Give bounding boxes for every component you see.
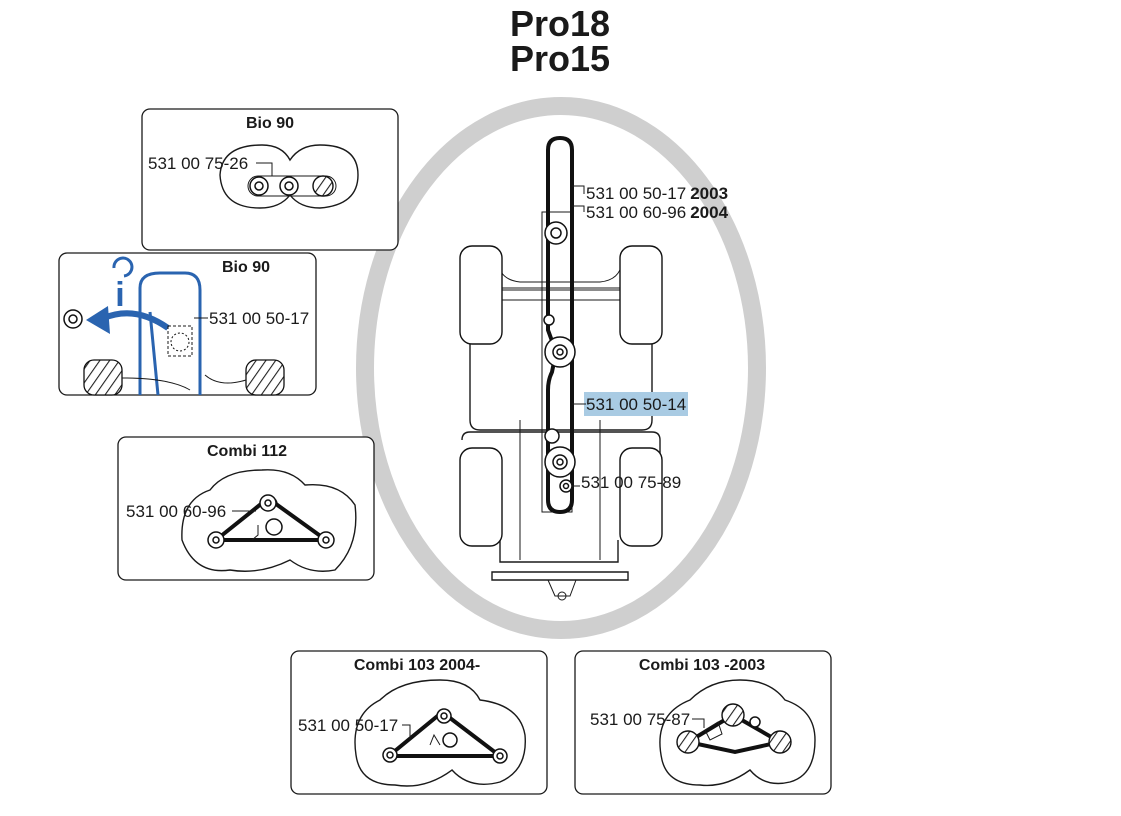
drive-belt bbox=[546, 135, 574, 515]
callout-title: Combi 112 bbox=[207, 443, 287, 460]
callout-part-label: 531 00 75-26 bbox=[148, 154, 248, 173]
blue-lever bbox=[138, 271, 202, 395]
focus-ring bbox=[356, 97, 766, 639]
callout-title: Combi 103 -2003 bbox=[639, 657, 765, 674]
callout-part-label: 531 00 50-17 bbox=[209, 309, 309, 328]
machine-top-view bbox=[459, 135, 663, 601]
callout-part-label: 531 00 60-96 bbox=[126, 502, 226, 521]
idler-part-label: 531 00 75-89 bbox=[581, 473, 681, 492]
info-icon: i bbox=[112, 256, 134, 314]
wheel-front-right bbox=[619, 245, 663, 345]
callout-title: Bio 90 bbox=[246, 115, 294, 132]
callout-part-label: 531 00 75-87 bbox=[590, 710, 690, 729]
callout-bio90-info: Bio 90 i 531 00 50-17 bbox=[58, 252, 317, 396]
wheel-front-left bbox=[459, 245, 503, 345]
callout-combi103-2004: Combi 103 2004- 531 00 50-17 bbox=[290, 650, 548, 795]
callout-bio90-top: Bio 90 531 00 75-26 bbox=[141, 108, 399, 251]
wheel-rear-left bbox=[459, 447, 503, 547]
callout-combi112: Combi 112 531 00 60-96 bbox=[117, 436, 375, 581]
highlighted-part-label: 531 00 50-14 bbox=[586, 395, 686, 414]
callout-combi103-2003: Combi 103 -2003 531 00 75-87 bbox=[574, 650, 832, 795]
callout-part-label: 531 00 50-17 bbox=[298, 716, 398, 735]
highlight-box bbox=[584, 392, 688, 416]
callout-title: Bio 90 bbox=[222, 259, 270, 276]
left-arrow-icon bbox=[86, 306, 170, 334]
wheel-rear-right bbox=[619, 447, 663, 547]
title-line-1: Pro18 bbox=[510, 3, 610, 44]
title-line-2: Pro15 bbox=[510, 38, 610, 79]
callout-title: Combi 103 2004- bbox=[354, 657, 480, 674]
svg-text:i: i bbox=[115, 276, 124, 314]
